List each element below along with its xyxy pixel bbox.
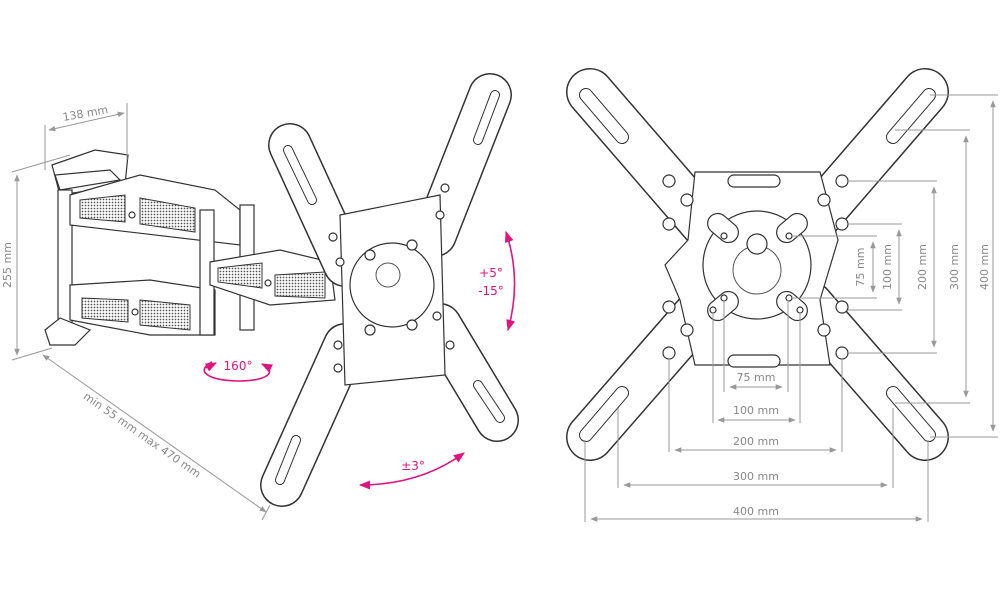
- height-label: 255 mm: [1, 242, 14, 288]
- front-view: 75 mm 100 mm 200 mm 300 mm 400 mm 75 mm …: [566, 68, 998, 522]
- rotation-annotation: ±3°: [358, 452, 465, 490]
- dimension-height: 255 mm: [1, 154, 71, 361]
- v-dim-75: 75 mm: [854, 248, 867, 287]
- h-dim-300: 300 mm: [733, 470, 779, 483]
- rotation-label: ±3°: [401, 459, 425, 473]
- swivel-annotation: 160°: [203, 359, 274, 382]
- tilt-annotation: +5° -15°: [478, 230, 516, 332]
- mounting-holes: [662, 174, 849, 360]
- h-dim-100: 100 mm: [733, 404, 779, 417]
- v-dim-200: 200 mm: [916, 244, 929, 290]
- extension-label: min 55 mm max 470 mm: [81, 390, 203, 481]
- h-dim-400: 400 mm: [733, 505, 779, 518]
- swivel-label: 160°: [224, 359, 253, 373]
- forearm: [209, 249, 336, 306]
- tilt-down-label: -15°: [478, 284, 504, 298]
- tv-bracket-perspective: [260, 73, 519, 507]
- h-dim-75: 75 mm: [737, 371, 776, 384]
- depth-label: 138 mm: [62, 103, 109, 124]
- v-dim-100: 100 mm: [881, 244, 894, 290]
- v-dim-300: 300 mm: [948, 244, 961, 290]
- h-dim-200: 200 mm: [733, 435, 779, 448]
- side-view: 138 mm 255 mm min 55 mm max 470 mm 160° …: [1, 73, 519, 521]
- lower-arm: [69, 279, 216, 336]
- wall-plate: [44, 149, 129, 346]
- tilt-up-label: +5°: [479, 266, 503, 280]
- dimension-depth: 138 mm: [44, 103, 128, 170]
- dimension-extension: min 55 mm max 470 mm: [42, 354, 271, 521]
- v-dim-400: 400 mm: [978, 244, 991, 290]
- vertical-dimensions: 75 mm 100 mm 200 mm 300 mm 400 mm: [792, 94, 998, 438]
- horizontal-dimensions: 75 mm 100 mm 200 mm 300 mm 400 mm: [584, 300, 929, 522]
